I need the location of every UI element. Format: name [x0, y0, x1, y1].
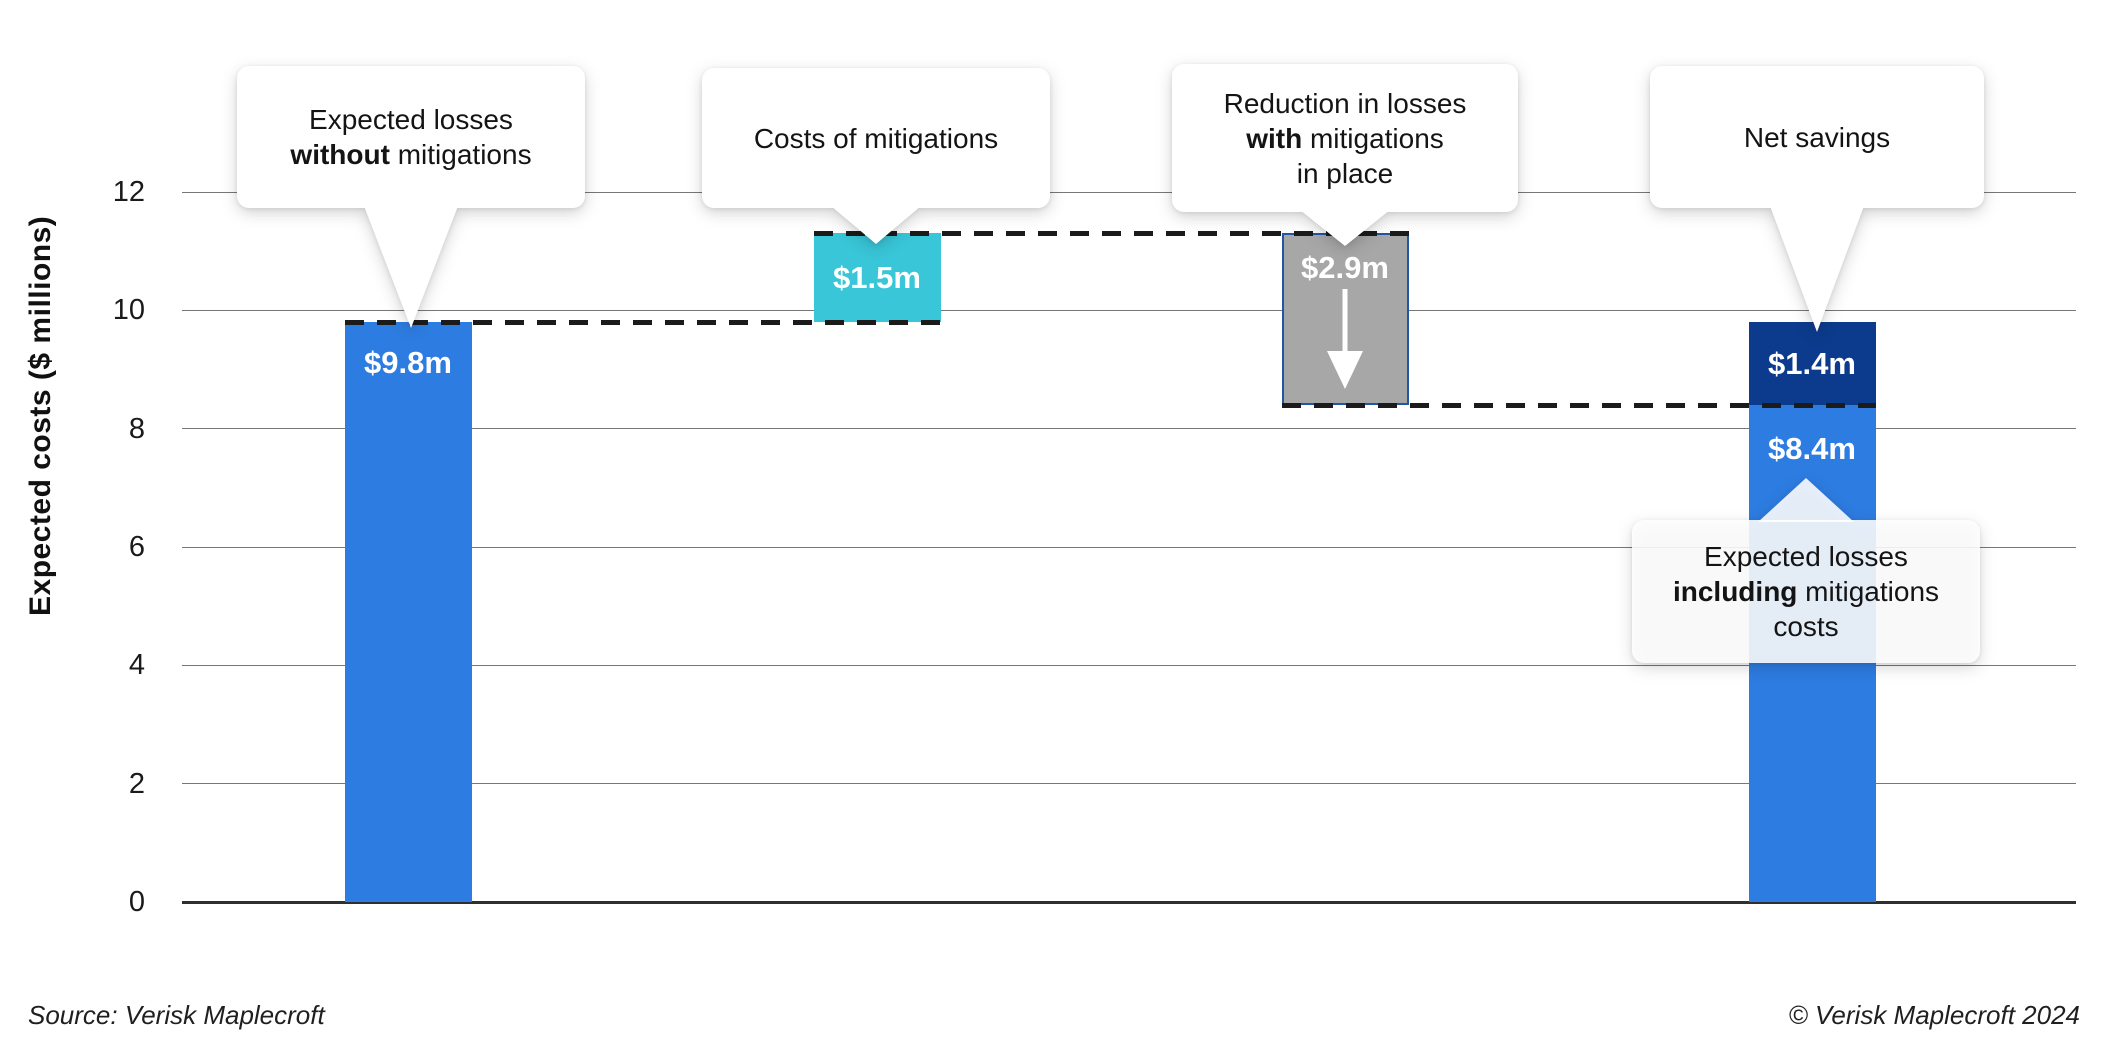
callout-without-mitigations: Expected losses without mitigations: [237, 66, 585, 328]
callout-text-line: Expected losses: [309, 104, 513, 135]
callout-text-line: with mitigations: [1246, 122, 1444, 154]
dashed-connector: [1281, 402, 1876, 408]
dashed-connector: [344, 319, 941, 325]
callout-box: Expected losses without mitigations: [237, 66, 585, 208]
bar-value-label: $8.4m: [1768, 431, 1856, 466]
callout-including-mitigations-costs: Expected losses including mitigations cost…: [1632, 478, 1980, 663]
gridline: [182, 664, 2076, 666]
callout-pointer-up-icon: [1758, 478, 1854, 522]
bar-value-label: $1.5m: [833, 259, 921, 295]
y-tick-label: 4: [128, 649, 145, 682]
down-arrow-icon: [1327, 289, 1363, 390]
baseline-gridline: [182, 900, 2076, 904]
gridline: [182, 783, 2076, 785]
callout-text-line: including mitigations: [1672, 576, 1940, 607]
bar-net-savings: $1.4m: [1748, 322, 1876, 405]
copyright-text: © Verisk Maplecroft 2024: [1788, 1000, 2080, 1030]
y-tick-label: 2: [128, 767, 145, 800]
callout-box: Expected losses including mitigations cost…: [1632, 520, 1980, 663]
callout-pointer-down-icon: [1300, 210, 1390, 246]
bar-value-label: $1.4m: [1768, 345, 1856, 381]
callout-pointer-down-icon: [1770, 206, 1864, 332]
y-tick-label: 6: [128, 531, 145, 563]
callout-text-line: Costs of mitigations: [753, 122, 999, 154]
source-text: Source: Verisk Maplecroft: [28, 1000, 325, 1030]
callout-net-savings: Net savings: [1650, 66, 1984, 332]
y-tick-label: 12: [112, 176, 145, 208]
gridline: [182, 309, 2076, 311]
gridline: [182, 546, 2076, 548]
callout-text: Costs of mitigations: [754, 121, 998, 156]
gridline: [182, 428, 2076, 430]
callout-text-line: costs: [1773, 611, 1839, 642]
callout-text-line: Reduction in losses: [1223, 87, 1467, 119]
gridline: [182, 191, 2076, 193]
callout-text-line: without mitigations: [290, 139, 532, 170]
callout-text-line: Net savings: [1743, 121, 1891, 153]
callout-costs-of-mitigations: Costs of mitigations: [702, 68, 1050, 244]
callout-text: Expected losses without mitigations: [290, 102, 531, 172]
callout-text: Net savings: [1744, 120, 1890, 155]
y-tick-label: 10: [112, 294, 145, 327]
bar-value-label: $9.8m: [364, 345, 452, 381]
dashed-connector: [813, 230, 1409, 236]
y-tick-label: 8: [128, 412, 145, 445]
callout-pointer-down-icon: [831, 206, 921, 244]
callout-text-line: in place: [1296, 157, 1394, 189]
y-axis-title: Expected costs ($ millions): [24, 215, 57, 616]
callout-pointer-down-icon: [364, 206, 458, 328]
callout-text-line: Expected losses: [1704, 541, 1908, 572]
bar-value-label: $2.9m: [1301, 250, 1389, 286]
callout-box: Net savings: [1650, 66, 1984, 208]
callout-text: Expected losses including mitigations cost…: [1673, 539, 1939, 644]
callout-box: Costs of mitigations: [702, 68, 1050, 208]
bar-reduction-with-mitigations: $2.9m: [1281, 233, 1409, 405]
bar-without-mitigations: $9.8m: [344, 322, 472, 902]
bar-costs-of-mitigations: $1.5m: [813, 233, 941, 323]
y-tick-label: 0: [128, 886, 145, 918]
